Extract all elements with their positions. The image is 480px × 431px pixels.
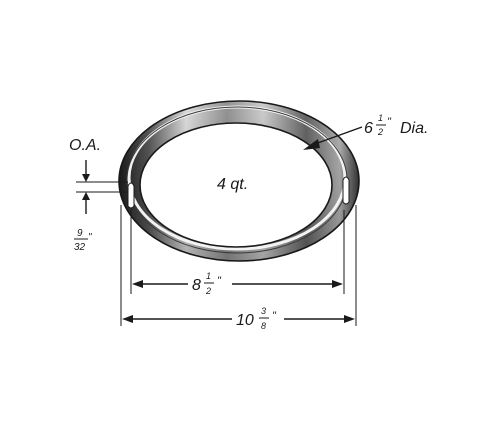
thickness-numerator: 9 <box>77 228 83 239</box>
dia-whole: 6 <box>364 120 373 137</box>
inner-dim-denominator: 2 <box>205 286 211 296</box>
dia-unit: " <box>387 116 392 128</box>
dia-denominator: 2 <box>377 127 383 137</box>
inner-dim-whole: 8 <box>192 277 201 294</box>
capacity-label: 4 qt. <box>217 176 248 193</box>
ring-slot-left <box>127 182 135 209</box>
outer-dim-numerator: 3 <box>261 306 266 316</box>
dia-numerator: 1 <box>378 113 383 123</box>
thickness-denominator: 32 <box>74 242 86 253</box>
thickness-callout: O.A. 9 32 " <box>69 137 128 253</box>
outer-dim-denominator: 8 <box>261 321 266 331</box>
dia-suffix: Dia. <box>400 120 428 137</box>
inner-dim-numerator: 1 <box>206 271 211 281</box>
inner-dimension: 8 1 2 " <box>132 271 343 296</box>
ring-opening <box>139 122 333 248</box>
outer-dim-whole: 10 <box>236 312 254 329</box>
outer-dimension: 10 3 8 " <box>122 306 355 331</box>
diameter-callout: 6 1 2 " Dia. <box>303 113 428 150</box>
thickness-unit: " <box>88 232 92 243</box>
oa-label: O.A. <box>69 137 101 154</box>
inner-dim-unit: " <box>217 275 222 287</box>
ring-slot-right <box>342 176 350 205</box>
outer-dim-unit: " <box>272 310 277 322</box>
